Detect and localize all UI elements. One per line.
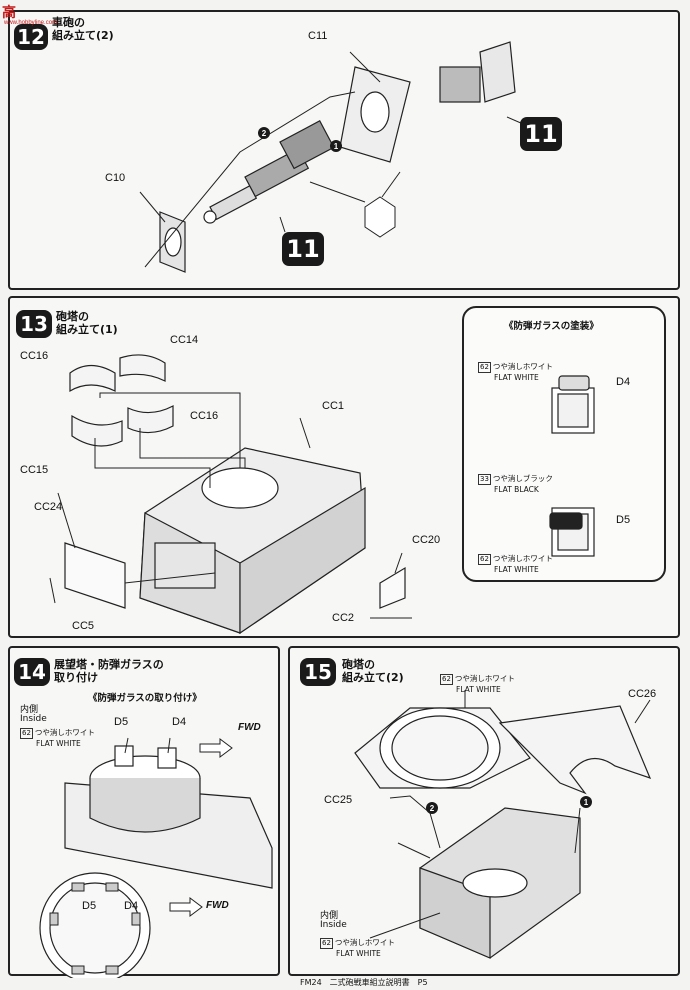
step14-label-fwd2: FWD: [206, 900, 229, 911]
label-cc24: CC24: [34, 501, 63, 513]
step14-drawing: [39, 737, 273, 978]
step15-number: 15: [300, 658, 336, 686]
label-cc15: CC15: [20, 464, 49, 476]
label-cc2: CC2: [332, 612, 355, 624]
step14-title: 展望塔・防弾ガラスの取り付け: [54, 658, 164, 684]
watermark-url: www.hobbyline.com: [4, 20, 58, 26]
step12-title: 車砲の組み立て(2): [52, 16, 114, 42]
label-cc14: CC14: [170, 334, 199, 346]
label-c11: C11: [308, 30, 328, 42]
step12-number: 12: [14, 24, 48, 50]
step15-title: 砲塔の組み立て(2): [342, 658, 404, 684]
page-footer: FM24 二式砲戦車組立説明書 P5: [300, 978, 428, 987]
label-c10: C10: [105, 172, 126, 184]
step14-label-d4: D4: [172, 716, 187, 728]
step13-title: 砲塔の組み立て(1): [56, 310, 118, 336]
callout-1: 1: [330, 140, 342, 152]
inset-drawing: [549, 375, 595, 557]
label-cc20: CC20: [412, 534, 441, 546]
label-cc16-a: CC16: [20, 350, 49, 362]
step14-label-d5b: D5: [82, 900, 97, 912]
label-cc1: CC1: [322, 400, 345, 412]
label-cc26: CC26: [628, 688, 657, 700]
step13-drawing: [49, 354, 412, 635]
callout-2: 2: [258, 127, 270, 139]
inset-label-d5: D5: [616, 514, 631, 526]
step15-drawing: [354, 690, 652, 959]
label-cc5: CC5: [72, 620, 95, 632]
step13-number: 13: [16, 310, 52, 338]
step14-number: 14: [14, 658, 50, 686]
label-cc16-b: CC16: [190, 410, 219, 422]
step15-callout-1: 1: [580, 796, 592, 808]
inset-title: 《防弾ガラスの塗装》: [504, 321, 599, 332]
step-ref-badge-b: 11: [282, 232, 324, 266]
step15-callout-2: 2: [426, 802, 438, 814]
step14-label-d4b: D4: [124, 900, 139, 912]
step14-label-fwd: FWD: [238, 722, 261, 733]
step14-subtitle: 《防弾ガラスの取り付け》: [88, 693, 202, 704]
watermark-logo: 高: [2, 5, 16, 21]
step14-label-d5: D5: [114, 716, 129, 728]
step-ref-badge-a: 11: [520, 117, 562, 151]
label-cc25: CC25: [324, 794, 353, 806]
step13-panel: 13 砲塔の組み立て(1): [8, 296, 680, 638]
step12-drawing: [139, 41, 531, 273]
step12-panel: 12 車砲の組み立て(2): [8, 10, 680, 290]
inset-label-d4: D4: [616, 376, 631, 388]
